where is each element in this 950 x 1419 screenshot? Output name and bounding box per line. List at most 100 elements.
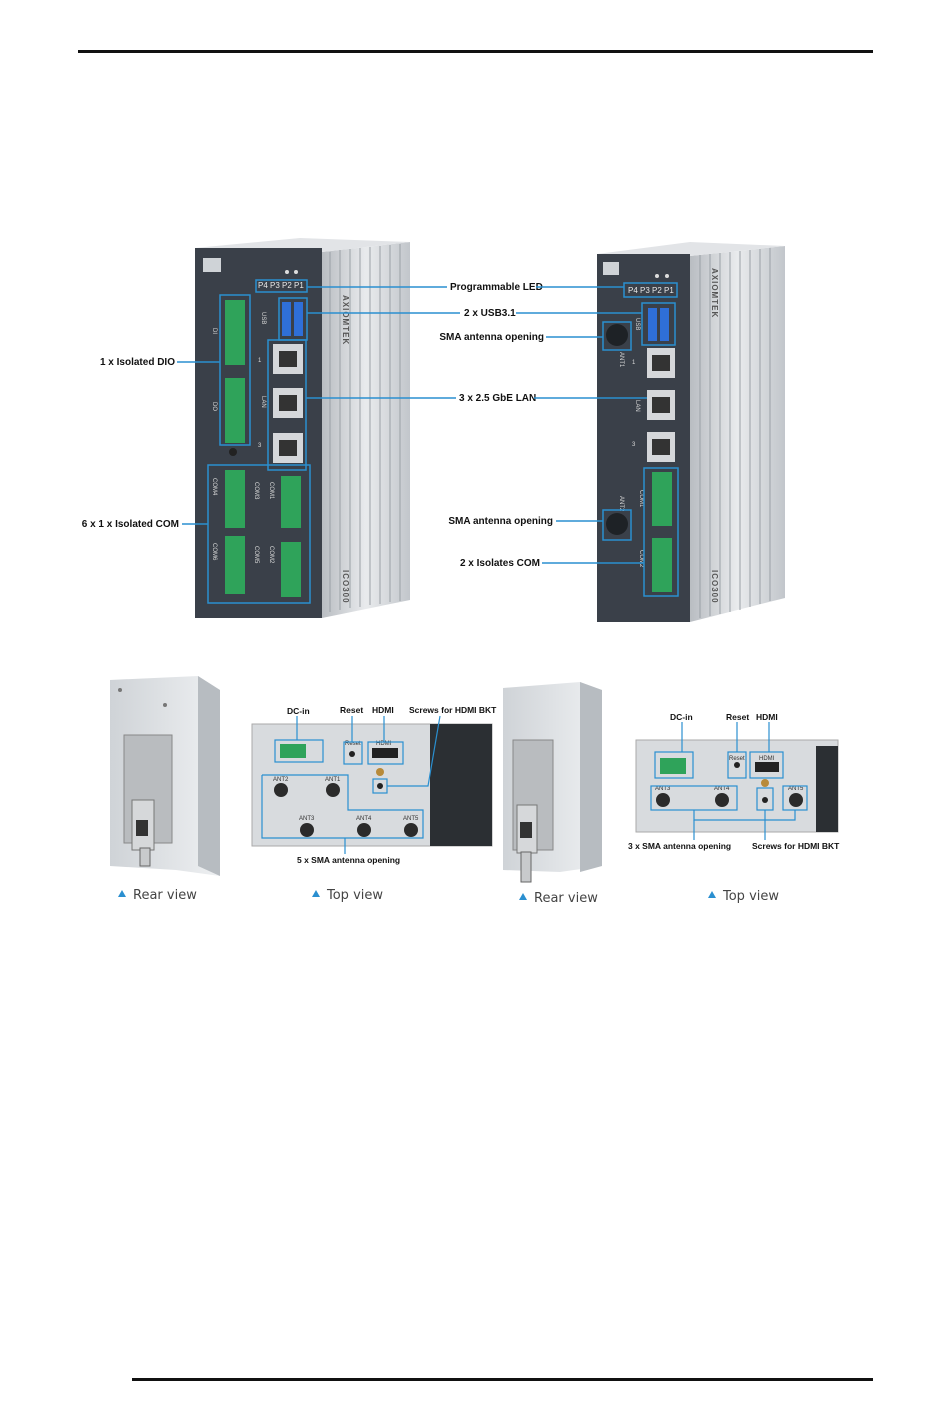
com-terminal-icon — [225, 470, 245, 528]
label-screws-2: Screws for HDMI BKT — [752, 841, 840, 851]
callout-programmable-led: Programmable LED — [450, 282, 543, 293]
callout-sma-1: SMA antenna opening — [439, 332, 544, 343]
com-terminal-icon — [281, 542, 301, 597]
do-label: DO — [211, 402, 217, 411]
logo-icon — [203, 258, 221, 272]
triangle-icon — [519, 893, 527, 900]
hdmi-port-icon — [372, 748, 398, 758]
model-label: ICO300 — [341, 570, 350, 604]
svg-text:COM2: COM2 — [638, 550, 644, 568]
di-terminal-icon — [225, 300, 245, 365]
reset-button-icon — [349, 751, 355, 757]
triangle-icon — [312, 890, 320, 897]
label-reset-2: Reset — [726, 712, 749, 722]
svg-text:ANT2: ANT2 — [618, 496, 624, 512]
label-reset-1: Reset — [340, 705, 363, 715]
sma-opening-icon — [789, 793, 803, 807]
svg-text:COM6: COM6 — [211, 543, 217, 561]
svg-text:HDMI: HDMI — [376, 741, 392, 747]
label-dc-in-1: DC-in — [287, 706, 310, 716]
brand-label: AXIOMTEK — [341, 295, 350, 345]
usb-port-icon — [294, 302, 303, 336]
svg-text:ANT5: ANT5 — [403, 816, 419, 822]
svg-text:USB: USB — [634, 318, 640, 330]
label-sma-2: 3 x SMA antenna opening — [628, 841, 731, 851]
screw-icon — [761, 779, 769, 787]
svg-text:ANT5: ANT5 — [788, 786, 804, 792]
callout-usb: 2 x USB3.1 — [464, 308, 516, 319]
callout-lan: 3 x 2.5 GbE LAN — [459, 393, 536, 404]
triangle-icon — [708, 891, 716, 898]
top-view-2: Reset HDMI ANT3 ANT4 ANT5 DC-in Reset HD… — [628, 712, 840, 851]
callout-com: 6 x 1 x Isolated COM — [82, 519, 179, 530]
logo-icon — [603, 262, 619, 275]
label-dc-in-2: DC-in — [670, 712, 693, 722]
svg-text:ANT3: ANT3 — [299, 816, 315, 822]
device-2-front: AXIOMTEK ICO300 P4 P3 P2 P1 USB ANT1 LAN… — [439, 242, 785, 622]
caption-top-view-1: Top view — [326, 888, 383, 903]
led-labels: P4 P3 P2 P1 — [258, 281, 304, 290]
usb-label: USB — [260, 312, 266, 324]
ground-screw-icon — [229, 448, 237, 456]
com-terminal-icon — [281, 476, 301, 528]
caption-top-view-2: Top view — [722, 889, 779, 904]
svg-text:1: 1 — [632, 360, 636, 366]
sma-opening-icon — [656, 793, 670, 807]
svg-text:Reset: Reset — [345, 741, 361, 747]
svg-text:ANT2: ANT2 — [273, 777, 289, 783]
sma-opening-icon — [606, 513, 628, 535]
top-view-1: Reset HDMI ANT2 ANT1 ANT3 ANT4 ANT5 DC-i… — [251, 705, 497, 865]
caption-rear-view-2: Rear view — [534, 891, 598, 906]
device-1-front: AXIOMTEK ICO300 P4 P3 P2 P1 USB LAN 1 3 … — [82, 238, 543, 618]
rear-view-1 — [110, 676, 220, 876]
com-terminal-icon — [652, 538, 672, 592]
svg-text:ANT1: ANT1 — [325, 777, 341, 783]
callout-isolated-com: 2 x Isolates COM — [460, 558, 540, 569]
sma-opening-icon — [357, 823, 371, 837]
sma-opening-icon — [274, 783, 288, 797]
sma-opening-icon — [404, 823, 418, 837]
callout-dio: 1 x Isolated DIO — [100, 357, 175, 368]
sma-opening-icon — [715, 793, 729, 807]
lan-label: LAN — [260, 396, 266, 408]
svg-text:P4 P3 P2 P1: P4 P3 P2 P1 — [628, 286, 674, 295]
caption-rear-view-1: Rear view — [133, 888, 197, 903]
triangle-icon — [118, 890, 126, 897]
svg-text:ANT3: ANT3 — [655, 786, 671, 792]
svg-text:ICO300: ICO300 — [710, 570, 719, 604]
label-screws-1: Screws for HDMI BKT — [409, 705, 497, 715]
com-terminal-icon — [225, 536, 245, 594]
svg-text:ANT4: ANT4 — [356, 816, 372, 822]
dc-in-connector-icon — [660, 758, 686, 774]
svg-text:Reset: Reset — [729, 756, 745, 762]
svg-text:COM1: COM1 — [268, 482, 274, 500]
svg-text:3: 3 — [258, 443, 262, 449]
sma-opening-icon — [606, 324, 628, 346]
di-label: DI — [211, 328, 217, 334]
svg-text:COM1: COM1 — [638, 490, 644, 508]
callout-sma-2: SMA antenna opening — [448, 516, 553, 527]
sma-opening-icon — [326, 783, 340, 797]
screw-icon — [376, 768, 384, 776]
label-hdmi-2: HDMI — [756, 712, 778, 722]
do-terminal-icon — [225, 378, 245, 443]
svg-text:3: 3 — [632, 442, 636, 448]
svg-text:LAN: LAN — [634, 400, 640, 412]
hdmi-port-icon — [755, 762, 779, 772]
label-hdmi-1: HDMI — [372, 705, 394, 715]
rear-view-2 — [503, 682, 602, 883]
svg-text:HDMI: HDMI — [759, 756, 775, 762]
sma-opening-icon — [300, 823, 314, 837]
svg-text:COM5: COM5 — [253, 546, 259, 564]
reset-button-icon — [734, 762, 740, 768]
label-sma-1: 5 x SMA antenna opening — [297, 855, 400, 865]
usb-port-icon — [648, 308, 657, 341]
svg-text:COM3: COM3 — [253, 482, 259, 500]
dc-in-connector-icon — [280, 744, 306, 758]
svg-text:COM4: COM4 — [211, 478, 217, 496]
usb-port-icon — [282, 302, 291, 336]
footer-rule — [132, 1378, 873, 1381]
svg-text:ANT4: ANT4 — [714, 786, 730, 792]
header-rule — [78, 50, 873, 53]
